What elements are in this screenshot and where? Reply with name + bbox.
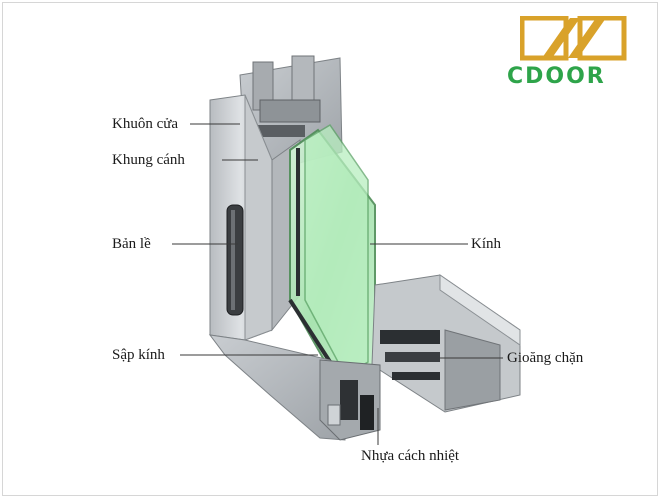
cdoor-logo-icon xyxy=(520,16,627,61)
label-kinh: Kính xyxy=(471,236,501,252)
label-gioang-chan: Gioăng chặn xyxy=(507,350,584,366)
outer-frame-profile xyxy=(239,55,343,171)
label-nhua-cach-nhiet: Nhựa cách nhiệt xyxy=(361,448,460,464)
glass-panes xyxy=(288,123,376,390)
leader-lines xyxy=(172,123,503,445)
label-sap-kinh: Sập kính xyxy=(112,347,165,363)
hinge xyxy=(226,204,244,316)
logo-text: CDOOR xyxy=(507,64,606,89)
label-ban-le: Bản lề xyxy=(112,236,151,252)
bottom-profile xyxy=(371,274,521,413)
label-khung-canh: Khung cánh xyxy=(112,152,185,168)
lower-profile-cross-section xyxy=(208,334,381,441)
label-khuon-cua: Khuôn cửa xyxy=(112,116,179,132)
